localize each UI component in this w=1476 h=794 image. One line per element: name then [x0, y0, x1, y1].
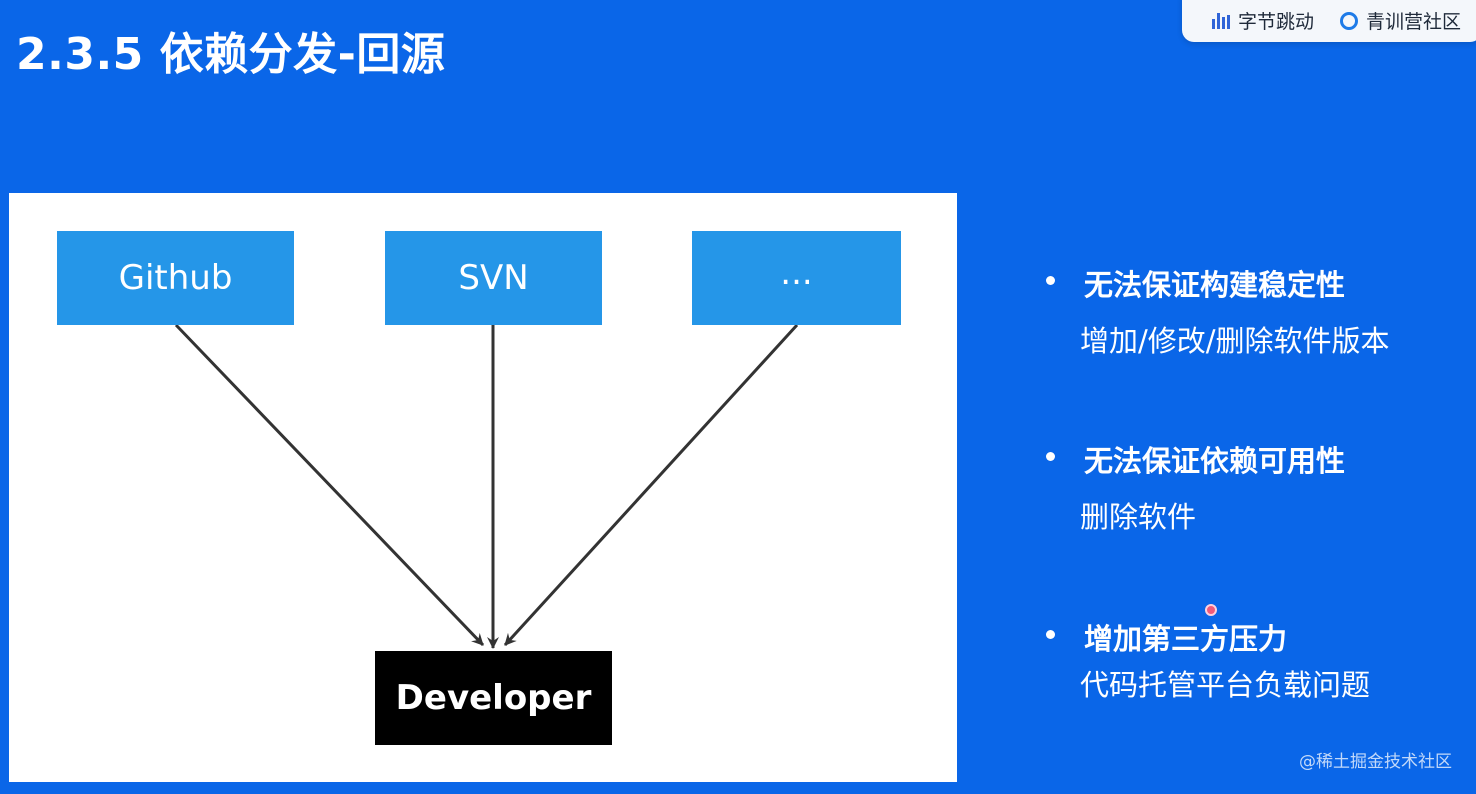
brand-badge: 字节跳动 青训营社区 — [1182, 0, 1476, 42]
brand-program: 青训营社区 — [1366, 11, 1462, 33]
arrow-github-to-developer — [174, 323, 485, 647]
watermark: @稀土掘金技术社区 — [1299, 752, 1452, 772]
bullet-detail: 增加/修改/删除软件版本 — [1080, 324, 1390, 358]
bullet-dot-icon — [1046, 630, 1055, 639]
ring-logo-icon — [1340, 11, 1359, 30]
slide-title: 2.3.5 依赖分发-回源 — [16, 29, 446, 80]
brand-company: 字节跳动 — [1238, 11, 1315, 33]
bullet-title: 无法保证构建稳定性 — [1084, 268, 1346, 302]
bullet-title: 增加第三方压力 — [1084, 622, 1288, 656]
source-node-github: Github — [57, 231, 294, 325]
bullet-item: 增加第三方压力 代码托管平台负载问题 — [1044, 616, 1464, 704]
developer-node: Developer — [375, 651, 612, 745]
bullet-detail: 删除软件 — [1080, 500, 1197, 534]
source-node-other: ... — [692, 231, 901, 325]
bullet-detail: 代码托管平台负载问题 — [1080, 668, 1371, 702]
diagram-panel: Github SVN ... Developer — [9, 193, 957, 782]
bullet-dot-icon — [1046, 452, 1055, 461]
source-node-svn: SVN — [385, 231, 602, 325]
bytedance-logo-icon — [1212, 12, 1230, 29]
bullet-item: 无法保证依赖可用性 删除软件 — [1044, 438, 1464, 536]
bullet-title: 无法保证依赖可用性 — [1084, 444, 1346, 478]
arrow-other-to-developer — [503, 323, 799, 647]
diagram-arrows — [174, 323, 799, 649]
brand-content: 字节跳动 青训营社区 — [1212, 7, 1461, 34]
laser-pointer-icon — [1205, 604, 1217, 616]
bullet-item: 无法保证构建稳定性 增加/修改/删除软件版本 — [1044, 262, 1464, 360]
bullet-dot-icon — [1046, 276, 1055, 285]
